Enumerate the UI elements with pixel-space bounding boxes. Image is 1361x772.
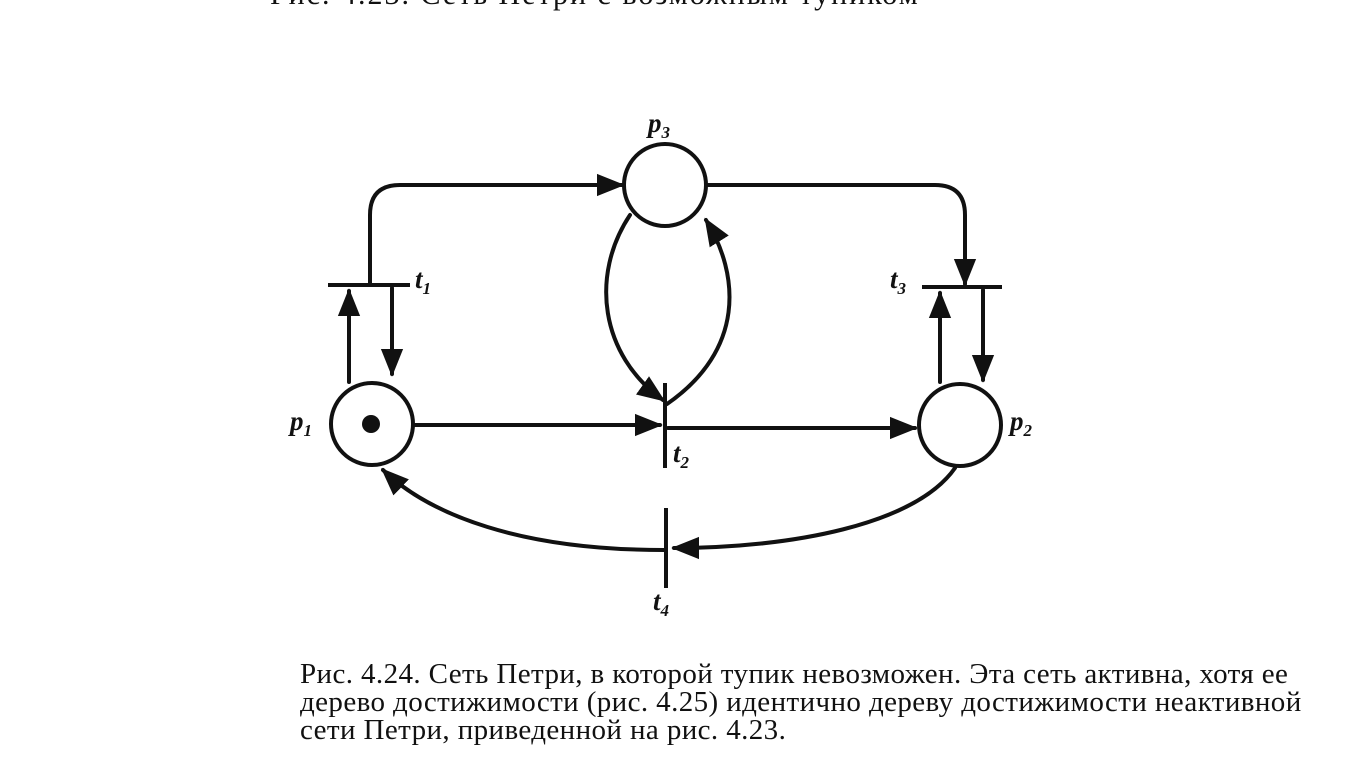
arc-t2-p3	[665, 217, 732, 406]
label-p2: p2	[1008, 406, 1033, 440]
arc-t4-p1	[380, 468, 666, 552]
arc-t1-p3	[368, 173, 625, 285]
arc-p3-t3	[705, 183, 977, 287]
previous-caption-fragment: Рис. 4.23. Сеть Петри с возможным тупико…	[270, 0, 920, 12]
place-p2	[917, 382, 1003, 468]
place-p3	[622, 142, 708, 228]
label-t4: t4	[653, 586, 669, 620]
arc-p3-t2	[604, 213, 666, 402]
label-p1: p1	[288, 406, 312, 440]
petri-net-diagram: p3 p1 p2 t1 t3 t2 t4	[288, 108, 1033, 620]
label-t3: t3	[890, 264, 907, 298]
label-t1: t1	[415, 264, 431, 298]
arc-p2-t4	[671, 466, 957, 560]
figure-number: Рис. 4.24.	[300, 658, 422, 690]
token-p1	[362, 415, 380, 433]
figure-caption: Рис. 4.24. Сеть Петри, в которой тупик н…	[300, 658, 1320, 746]
label-t2: t2	[673, 438, 690, 472]
label-p3: p3	[646, 108, 671, 142]
caption-text: Сеть Петри, в которой тупик невозможен. …	[300, 658, 1302, 746]
